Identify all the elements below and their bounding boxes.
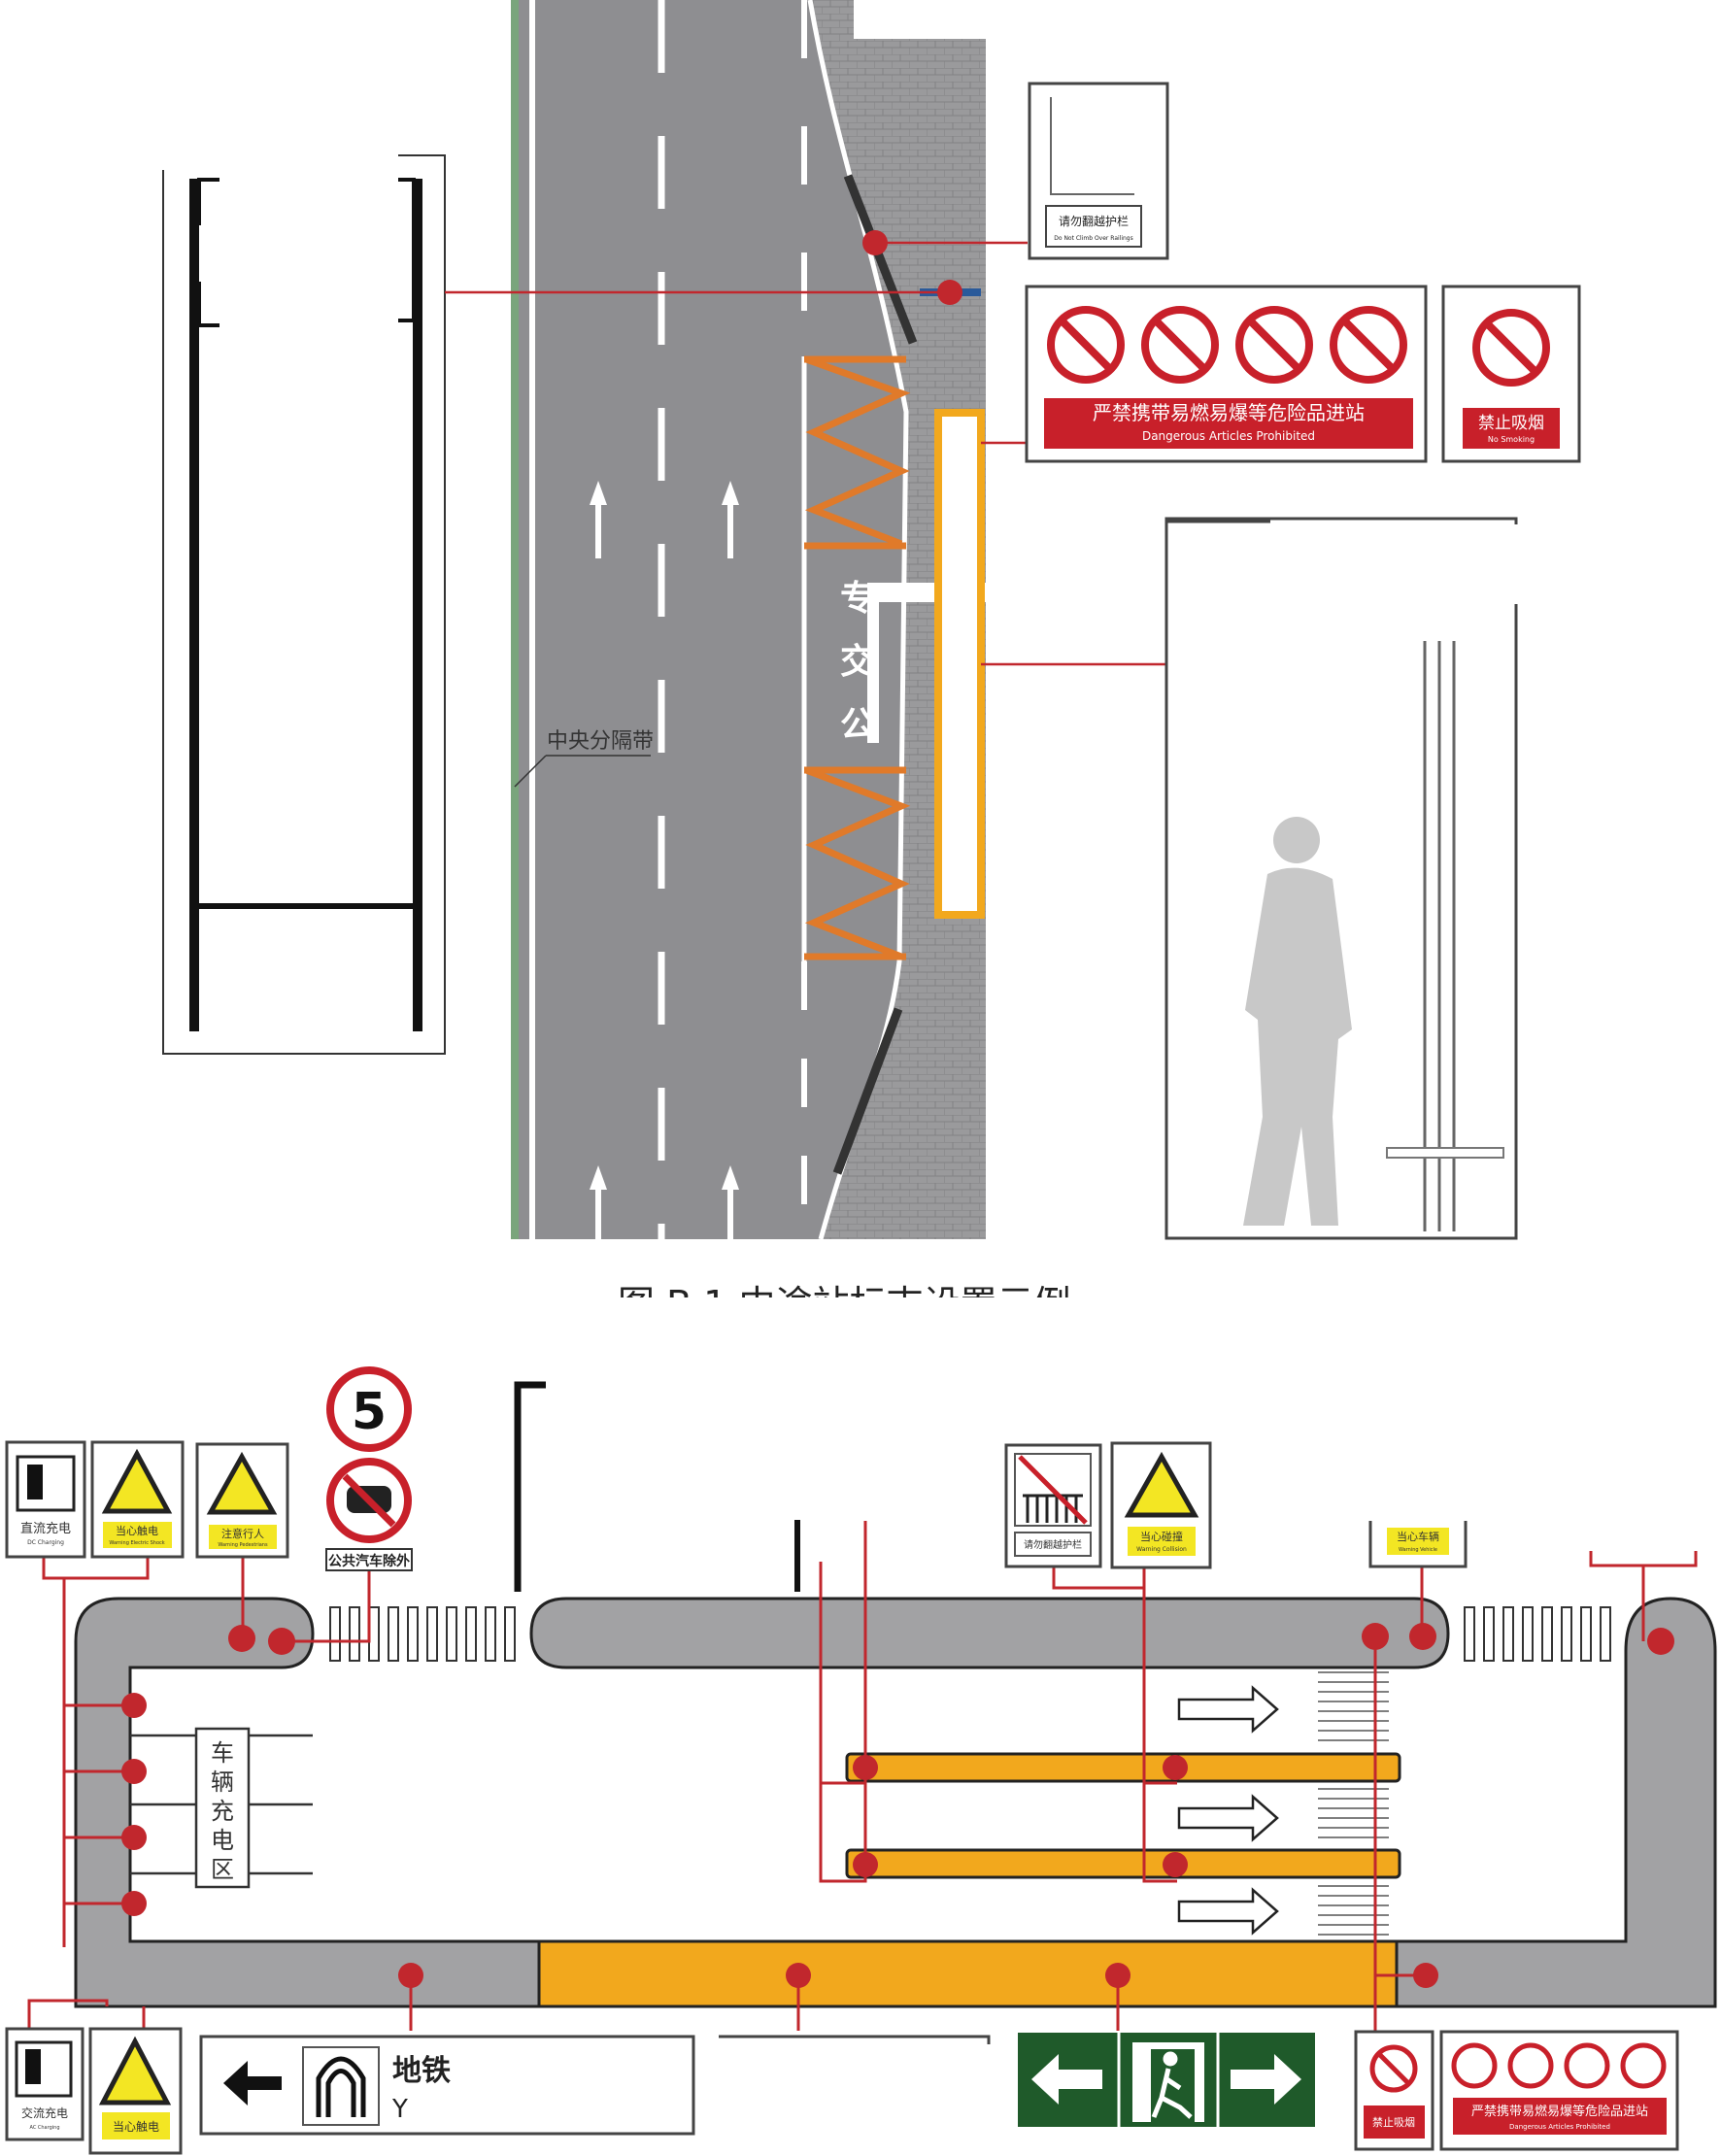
sign-text-en: Warning Vehicle bbox=[1399, 1547, 1437, 1553]
charger-icon bbox=[27, 1465, 43, 1499]
charger-icon bbox=[25, 2049, 41, 2084]
lane-arrows bbox=[590, 481, 739, 1243]
sign-text: 交流充电 bbox=[21, 2105, 68, 2120]
top-figure: 专 交 公 中央分隔带 请勿翻越护栏 Do Not Climb Over Rai… bbox=[162, 0, 1581, 1326]
left-arrow-icon bbox=[1031, 2054, 1102, 2105]
pedestrian-warning-sign: 注意行人 Warning Pedestrians bbox=[195, 1442, 289, 1559]
dc-charging-sign: 直流充电 DC Charging bbox=[5, 1440, 86, 1559]
metro-direction-sign: 地铁 Y bbox=[199, 2035, 991, 2136]
sign-text: 注意行人 bbox=[221, 1527, 264, 1540]
guardrail bbox=[843, 174, 918, 345]
electric-warning-icon bbox=[98, 2036, 172, 2105]
dangerous-articles-sign: 严禁携带易燃易爆等危险品进站 Dangerous Articles Prohib… bbox=[1025, 285, 1428, 463]
no-smoking-icon bbox=[1476, 313, 1546, 383]
right-arrow-icon bbox=[1231, 2054, 1301, 2105]
sign-text: 当心碰撞 bbox=[1140, 1530, 1183, 1543]
sign-text: 请勿翻越护栏 bbox=[1059, 214, 1129, 228]
direction-arrows bbox=[1177, 1685, 1279, 1936]
electric-shock-warning-sign: 当心触电 Warning Electric Shock bbox=[90, 1440, 185, 1559]
sign-text-en: No Smoking bbox=[1488, 435, 1535, 444]
crosswalk bbox=[329, 1606, 1611, 1662]
sign-text-en: Y bbox=[391, 2095, 408, 2124]
figure-caption: 图 B.1 中途站标志设置示例 bbox=[618, 1283, 1071, 1326]
emergency-exit-sign bbox=[1018, 2033, 1315, 2127]
sign-text-en: AC Charging bbox=[29, 2125, 59, 2131]
median-label: 中央分隔带 bbox=[547, 729, 654, 754]
zone-char: 车 bbox=[211, 1739, 234, 1767]
sign-text-en: Dangerous Articles Prohibited bbox=[1142, 429, 1315, 443]
guardrail bbox=[832, 1007, 903, 1175]
metro-icon bbox=[316, 2056, 366, 2117]
sign-text: 严禁携带易燃易爆等危险品进站 bbox=[1093, 401, 1365, 424]
sign-text: 直流充电 bbox=[20, 1521, 71, 1536]
callout-lines bbox=[27, 1521, 1698, 2059]
collision-warning-icon bbox=[1124, 1451, 1199, 1518]
callout-lines bbox=[445, 241, 1165, 666]
no-smoking-sign-small: 禁止吸烟 bbox=[1354, 2030, 1434, 2151]
pedestrian-warning-icon bbox=[206, 1451, 278, 1515]
zone-char: 充 bbox=[211, 1798, 234, 1825]
bus-shelter-elevation bbox=[1164, 517, 1519, 1240]
bus-stop-zigzag-marking bbox=[804, 355, 911, 960]
caption-text: 图 B.1 中途站标志设置示例 bbox=[618, 1283, 1071, 1326]
sign-text-en: Warning Collision bbox=[1136, 1546, 1187, 1553]
sign-text: 当心触电 bbox=[116, 1524, 158, 1537]
station-plan bbox=[74, 1597, 1717, 2008]
sign-text-en: Dangerous Articles Prohibited bbox=[1509, 2123, 1610, 2131]
left-arrow-icon bbox=[223, 2061, 282, 2105]
sign-text-en: DC Charging bbox=[27, 1539, 64, 1546]
zone-char: 电 bbox=[211, 1827, 234, 1854]
callout-dot bbox=[937, 280, 962, 305]
speed-limit-value: 5 bbox=[352, 1383, 387, 1441]
sign-post-elevation bbox=[162, 154, 446, 1055]
sign-text: 禁止吸烟 bbox=[1372, 2115, 1415, 2129]
ac-charging-sign: 交流充电 AC Charging bbox=[5, 2027, 84, 2141]
no-fireworks-icon bbox=[1051, 310, 1121, 380]
stop-hatching bbox=[1318, 1671, 1389, 1936]
no-weapons-icon bbox=[1239, 310, 1309, 380]
sign-text: 严禁携带易燃易爆等危险品进站 bbox=[1471, 2104, 1648, 2119]
callout-dots bbox=[121, 1623, 1674, 1988]
zone-char: 辆 bbox=[211, 1769, 234, 1796]
sign-text-en: Warning Electric Shock bbox=[109, 1540, 164, 1546]
no-smoking-sign: 禁止吸烟 No Smoking bbox=[1441, 285, 1581, 463]
no-climbing-sign: 请勿翻越护栏 Do Not Climb Over Railings bbox=[1028, 82, 1169, 260]
no-cars-sign: 公共汽车除外 bbox=[325, 1458, 413, 1571]
charging-zone: 车 辆 充 电 区 bbox=[128, 1696, 313, 1915]
sign-text: 请勿翻越护栏 bbox=[1024, 1538, 1082, 1551]
no-radioactive-icon bbox=[1333, 310, 1403, 380]
railing-icon bbox=[1023, 1494, 1083, 1523]
callout-dot bbox=[862, 230, 888, 255]
bus-platform bbox=[934, 409, 985, 919]
sign-text: 公共汽车除外 bbox=[328, 1553, 410, 1569]
sign-text: 地铁 bbox=[392, 2054, 451, 2088]
road-plan: 专 交 公 中央分隔带 bbox=[511, 0, 986, 1243]
vehicle-warning-sign: 当心车辆 Warning Vehicle bbox=[1368, 1521, 1468, 1568]
speed-limit-sign: 5 bbox=[326, 1366, 412, 1452]
electric-warning-icon bbox=[101, 1448, 173, 1514]
dangerous-articles-sign-small: 严禁携带易燃易爆等危险品进站 Dangerous Articles Prohib… bbox=[1439, 2030, 1679, 2151]
electric-shock-warning-sign-2: 当心触电 bbox=[88, 2027, 183, 2155]
sign-text: 禁止吸烟 bbox=[1478, 414, 1544, 433]
person-silhouette-icon bbox=[1243, 817, 1352, 1226]
sign-text: 当心触电 bbox=[113, 2120, 159, 2134]
sign-text-en: Do Not Climb Over Railings bbox=[1054, 235, 1133, 242]
sign-text: 当心车辆 bbox=[1397, 1530, 1439, 1543]
collision-warning-sign: 当心碰撞 Warning Collision bbox=[1110, 1441, 1212, 1569]
bench bbox=[1386, 1147, 1504, 1159]
no-climbing-sign: 请勿翻越护栏 bbox=[1004, 1443, 1102, 1568]
zone-char: 区 bbox=[211, 1856, 234, 1883]
bottom-figure: 车 辆 充 电 区 bbox=[5, 1366, 1717, 2155]
no-toxic-icon bbox=[1145, 310, 1215, 380]
sign-text-en: Warning Pedestrians bbox=[218, 1542, 268, 1548]
